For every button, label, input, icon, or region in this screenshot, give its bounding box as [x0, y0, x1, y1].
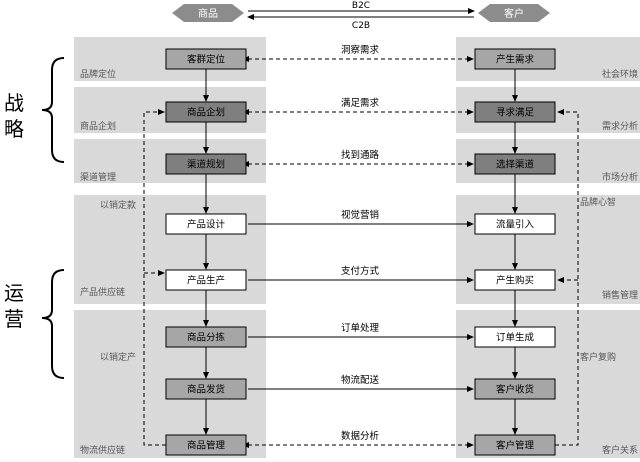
- band-label-right-brand-positioning: 社会环境: [602, 68, 638, 80]
- right-process-box-rect: [474, 101, 556, 123]
- connector-label: 找到通路: [341, 149, 380, 161]
- operation-char-1: 运: [4, 281, 24, 305]
- band-label-left-channel-management: 渠道管理: [80, 171, 116, 183]
- operation-side-label: 运 营: [4, 269, 65, 379]
- left-process-box: 产品生产: [165, 269, 247, 291]
- right-process-box-label: 产生需求: [496, 54, 535, 66]
- right-process-box: 流量引入: [474, 213, 556, 235]
- band-label-left-sell-to-produce: 以销定产: [100, 351, 136, 363]
- connector-label: 订单处理: [341, 322, 380, 334]
- left-process-box-label: 商品发货: [187, 384, 225, 396]
- vertical-flows: [203, 69, 518, 435]
- left-process-box-label: 商品管理: [187, 440, 226, 452]
- connector-label: 数据分析: [341, 430, 380, 442]
- band-label-left-brand-positioning: 品牌定位: [80, 68, 116, 80]
- product-header-shape: [172, 4, 244, 22]
- right-process-box: 寻求满足: [474, 101, 556, 123]
- strategy-char-1: 战: [4, 91, 24, 115]
- right-process-box-rect: [474, 434, 556, 456]
- strategy-char-2: 略: [4, 117, 24, 141]
- left-process-box: 客群定位: [165, 48, 247, 70]
- right-process-box: 客户管理: [474, 434, 556, 456]
- customer-header-shape: [478, 4, 550, 22]
- strategy-brace: [41, 57, 65, 163]
- right-process-box: 产生需求: [474, 48, 556, 70]
- band-label-right-product-planning: 需求分析: [602, 120, 638, 132]
- connector-label: 支付方式: [341, 265, 380, 277]
- left-process-box-rect: [165, 213, 247, 235]
- right-process-box-label: 选择渠道: [496, 159, 535, 171]
- connector-label: 视觉营销: [341, 209, 380, 221]
- right-process-box-rect: [474, 378, 556, 400]
- right-process-box-rect: [474, 48, 556, 70]
- left-process-box-label: 产品设计: [187, 219, 226, 231]
- right-process-box-label: 流量引入: [496, 219, 535, 231]
- b2c-label: B2C: [352, 1, 370, 11]
- band-right-sell-to-produce: [456, 310, 640, 418]
- left-process-box-label: 商品分拣: [187, 332, 226, 344]
- right-process-box-label: 产生购买: [496, 275, 534, 287]
- feedback-loops: [143, 109, 579, 446]
- band-label-right-sell-to-produce: 客户复购: [580, 351, 616, 363]
- connector-label: 洞察需求: [341, 44, 380, 56]
- left-process-box-label: 渠道规划: [187, 159, 225, 171]
- right-process-box-rect: [474, 213, 556, 235]
- left-process-box-rect: [165, 269, 247, 291]
- band-label-right-logistics-supply: 客户关系: [602, 444, 638, 456]
- operation-char-2: 营: [4, 307, 24, 331]
- right-process-box-rect: [474, 326, 556, 348]
- left-process-box: 产品设计: [165, 213, 247, 235]
- right-process-box-rect: [474, 153, 556, 175]
- band-label-left-product-supply: 产品供应链: [80, 286, 125, 298]
- right-process-box: 订单生成: [474, 326, 556, 348]
- left-process-box: 商品企划: [165, 101, 247, 123]
- left-process-box-label: 产品生产: [187, 275, 225, 287]
- left-process-box: 商品管理: [165, 434, 247, 456]
- left-feedback-loop: [143, 109, 166, 446]
- right-process-box-label: 订单生成: [496, 332, 535, 344]
- right-process-box-label: 客户管理: [496, 440, 535, 452]
- operation-brace: [41, 269, 65, 379]
- left-process-box: 渠道规划: [165, 153, 247, 175]
- band-label-right-channel-management: 市场分析: [602, 171, 638, 183]
- left-process-box-rect: [165, 434, 247, 456]
- right-process-box-label: 客户收货: [496, 384, 534, 396]
- left-process-box-rect: [165, 101, 247, 123]
- left-process-box: 商品发货: [165, 378, 247, 400]
- connector-label: 物流配送: [341, 374, 380, 386]
- connector-label: 满足需求: [341, 97, 380, 109]
- band-label-left-product-planning: 商品企划: [80, 120, 116, 132]
- left-process-box-rect: [165, 378, 247, 400]
- band-label-left-sell-to-order: 以销定款: [100, 199, 136, 211]
- left-process-box-rect: [165, 326, 247, 348]
- band-label-right-sell-to-order: 品牌心智: [580, 196, 616, 208]
- right-feedback-loop: [555, 109, 579, 446]
- right-process-box: 产生购买: [474, 269, 556, 291]
- customer-header-label: 客户: [504, 7, 524, 20]
- right-process-box: 客户收货: [474, 378, 556, 400]
- right-process-box-label: 寻求满足: [496, 107, 535, 119]
- left-process-box-rect: [165, 48, 247, 70]
- left-process-box-rect: [165, 153, 247, 175]
- band-label-right-product-supply: 销售管理: [602, 289, 638, 301]
- header: 商品 客户 B2C C2B: [172, 1, 550, 31]
- strategy-side-label: 战 略: [4, 57, 65, 163]
- band-left-sell-to-produce: [74, 310, 266, 418]
- right-process-box: 选择渠道: [474, 153, 556, 175]
- band-label-left-logistics-supply: 物流供应链: [80, 444, 125, 456]
- left-process-box-label: 客群定位: [187, 54, 226, 66]
- left-process-box: 商品分拣: [165, 326, 247, 348]
- left-process-box-label: 商品企划: [187, 107, 225, 119]
- product-header-label: 商品: [198, 7, 218, 20]
- right-process-box-rect: [474, 269, 556, 291]
- c2b-label: C2B: [352, 21, 370, 31]
